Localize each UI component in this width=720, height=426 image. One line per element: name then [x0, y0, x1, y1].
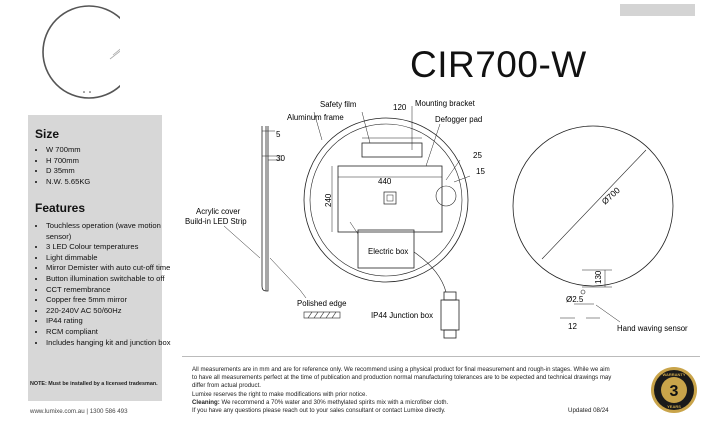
bracket-width-dim: 120	[393, 103, 407, 112]
disclaimer-text: All measurements are in mm and are for r…	[192, 366, 612, 415]
updated-date: Updated 08/24	[568, 407, 609, 414]
dim-2-5: Ø2.5	[566, 295, 584, 304]
safety-film-label: Safety film	[320, 100, 356, 109]
side-dim-5: 5	[276, 130, 281, 139]
junction-box-label: IP44 Junction box	[371, 311, 433, 320]
feature-item: RCM compliant	[46, 327, 174, 338]
acrylic-cover-label: Acrylic cover	[196, 207, 241, 216]
pad-width-dim: 440	[378, 177, 392, 186]
front-view	[512, 125, 674, 323]
mounting-bracket-label: Mounting bracket	[415, 99, 476, 108]
feature-item: IP44 rating	[46, 316, 174, 327]
disclaimer-contact: If you have any questions please reach o…	[192, 407, 446, 415]
cleaning-text: We recommend a 70% water and 30% methyla…	[219, 398, 449, 406]
feature-item: CCT remembrance	[46, 285, 174, 296]
features-heading: Features	[35, 201, 86, 215]
feature-item: Copper free 5mm mirror	[46, 295, 174, 306]
side-dim-30: 30	[276, 154, 285, 163]
footer-divider	[182, 356, 700, 357]
size-item: N.W. 5.65KG	[46, 177, 174, 188]
disclaimer-modifications: Lumixe reserves the right to make modifi…	[192, 390, 368, 398]
warranty-badge: WARRANTY 3 YEARS	[651, 367, 697, 413]
size-item: W 700mm	[46, 145, 174, 156]
size-heading: Size	[35, 127, 60, 141]
product-title: CIR700-W	[410, 44, 587, 85]
dim-130: 130	[594, 270, 603, 284]
cleaning-label: Cleaning:	[192, 398, 220, 406]
defogger-pad-label: Defogger pad	[435, 115, 482, 124]
contact-line: www.lumixe.com.au | 1300 586 493	[30, 408, 128, 415]
size-list: W 700mm H 700mm D 35mm N.W. 5.65KG	[28, 145, 174, 187]
technical-drawing: 5 30 Acrylic cover Build-in LED Strip Po…	[185, 99, 688, 339]
product-thumbnail	[42, 5, 120, 99]
size-item: H 700mm	[46, 156, 174, 167]
polished-edge-label: Polished edge	[297, 299, 346, 308]
dim-15: 15	[476, 167, 485, 176]
warranty-bottom-text: YEARS	[667, 404, 681, 409]
rear-view	[303, 106, 471, 293]
diameter-dim: Ø700	[600, 185, 622, 207]
electric-box-label: Electric box	[368, 247, 408, 256]
dim-12: 12	[568, 322, 577, 331]
feature-item: Touchless operation (wave motion sensor)	[46, 221, 174, 242]
feature-item: Mirror Demister with auto cut-off time	[46, 263, 174, 274]
top-grey-bar	[620, 4, 695, 16]
feature-item: Includes hanging kit and junction box	[46, 338, 174, 349]
hand-sensor-label: Hand waving sensor	[617, 324, 688, 333]
pad-height-dim: 240	[324, 193, 333, 207]
warranty-years-number: 3	[670, 383, 679, 400]
feature-item: Light dimmable	[46, 253, 174, 264]
spec-sidebar: Size W 700mm H 700mm D 35mm N.W. 5.65KG …	[28, 115, 171, 401]
aluminum-frame-label: Aluminum frame	[287, 113, 344, 122]
features-list: Touchless operation (wave motion sensor)…	[28, 221, 174, 348]
install-note: NOTE: Must be installed by a licensed tr…	[30, 381, 158, 387]
warranty-top-text: WARRANTY	[662, 372, 685, 377]
junction-box-icon	[440, 291, 460, 339]
led-strip-label: Build-in LED Strip	[185, 217, 247, 226]
disclaimer-cleaning: Cleaning: We recommend a 70% water and 3…	[192, 399, 612, 407]
size-item: D 35mm	[46, 166, 174, 177]
side-profile	[223, 126, 307, 299]
feature-item: 220-240V AC 50/60Hz	[46, 306, 174, 317]
feature-item: 3 LED Colour temperatures	[46, 242, 174, 253]
polished-edge-hatch	[303, 311, 341, 319]
feature-item: Button illumination switchable to off	[46, 274, 174, 285]
dim-25: 25	[473, 151, 482, 160]
disclaimer-measurements: All measurements are in mm and are for r…	[192, 366, 612, 390]
